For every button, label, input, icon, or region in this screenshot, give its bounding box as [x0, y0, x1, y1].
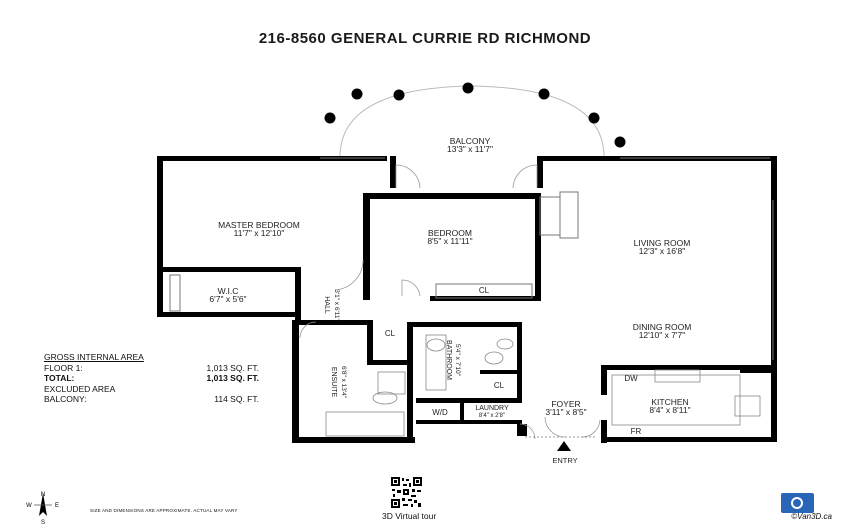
total-label: TOTAL:	[44, 373, 75, 383]
dishwasher-label: DW	[624, 374, 638, 383]
washer-dryer-label: W/D	[432, 408, 448, 417]
master-bedroom-label: MASTER BEDROOM	[218, 220, 300, 230]
master-bedroom-dims: 11'7" x 12'10"	[234, 228, 285, 238]
compass-n: N	[41, 492, 45, 498]
ensuite-label: ENSUITE	[330, 367, 337, 398]
closet-bath-label: CL	[494, 381, 505, 390]
windows	[169, 157, 774, 360]
fixtures	[325, 334, 761, 437]
compass-s: S	[41, 520, 45, 524]
hall-label: HALL	[323, 296, 330, 314]
foyer-dims: 3'11" x 8'5"	[545, 407, 586, 417]
floor1-value: 1,013 SQ. FT.	[206, 362, 259, 373]
qr-code-icon[interactable]	[391, 477, 422, 508]
ensuite-dims: 6'8" x 13'4"	[340, 366, 347, 399]
bedroom-label: BEDROOM	[428, 228, 472, 238]
compass-w: W	[26, 503, 32, 509]
bedroom-dims: 8'5" x 11'11"	[427, 236, 472, 246]
wic-dims: 6'7" x 5'6"	[209, 294, 246, 304]
kitchen-label: KITCHEN	[651, 397, 688, 407]
walls	[157, 156, 777, 443]
living-room-label: LIVING ROOM	[634, 238, 691, 248]
living-room-dims: 12'3" x 16'8"	[639, 246, 686, 256]
floor1-label: FLOOR 1:	[44, 362, 83, 373]
qr-label: 3D Virtual tour	[382, 511, 437, 521]
wic-label: W.I.C	[218, 286, 239, 296]
copyright-text: ©Van3D.ca	[791, 512, 832, 521]
hall-dims: 3'1" x 6'11"	[333, 289, 340, 321]
bathroom-label: BATHROOM	[445, 340, 452, 380]
balcony-area-value: 114 SQ. FT.	[214, 394, 259, 404]
bathroom-dims: 5'4" x 7'10"	[454, 344, 461, 377]
entry-arrow-icon	[557, 441, 571, 451]
kitchen-dims: 8'4" x 8'11"	[649, 405, 690, 415]
closet-hall-label: CL	[385, 329, 396, 338]
balcony-dims: 13'3" x 11'7"	[447, 144, 493, 154]
van3d-logo	[781, 493, 814, 513]
compass-icon: N S E W	[26, 492, 59, 524]
gross-area-summary: GROSS INTERNAL AREA FLOOR 1: 1,013 SQ. FT…	[44, 352, 259, 405]
area-header: GROSS INTERNAL AREA	[44, 352, 144, 362]
closet-bedroom-label: CL	[479, 286, 490, 295]
foyer-label: FOYER	[551, 399, 580, 409]
balcony-label: BALCONY	[450, 136, 491, 146]
balcony-area-label: BALCONY:	[44, 394, 87, 404]
dining-room-dims: 12'10" x 7'7"	[639, 330, 686, 340]
fridge-label: FR	[631, 427, 642, 436]
entry-label: ENTRY	[552, 456, 577, 465]
disclaimer-text: SIZE AND DIMENSIONS ARE APPROXIMATE. ACT…	[90, 508, 238, 513]
dining-room-label: DINING ROOM	[633, 322, 692, 332]
excluded-label: EXCLUDED AREA	[44, 383, 116, 394]
balcony-outline	[324, 82, 626, 158]
laundry-dims: 8'4" x 2'8"	[479, 413, 505, 419]
total-value: 1,013 SQ. FT.	[206, 373, 259, 383]
plan-title: 216-8560 GENERAL CURRIE RD RICHMOND	[258, 30, 592, 47]
laundry-label: LAUNDRY	[475, 405, 509, 412]
compass-e: E	[55, 503, 59, 509]
